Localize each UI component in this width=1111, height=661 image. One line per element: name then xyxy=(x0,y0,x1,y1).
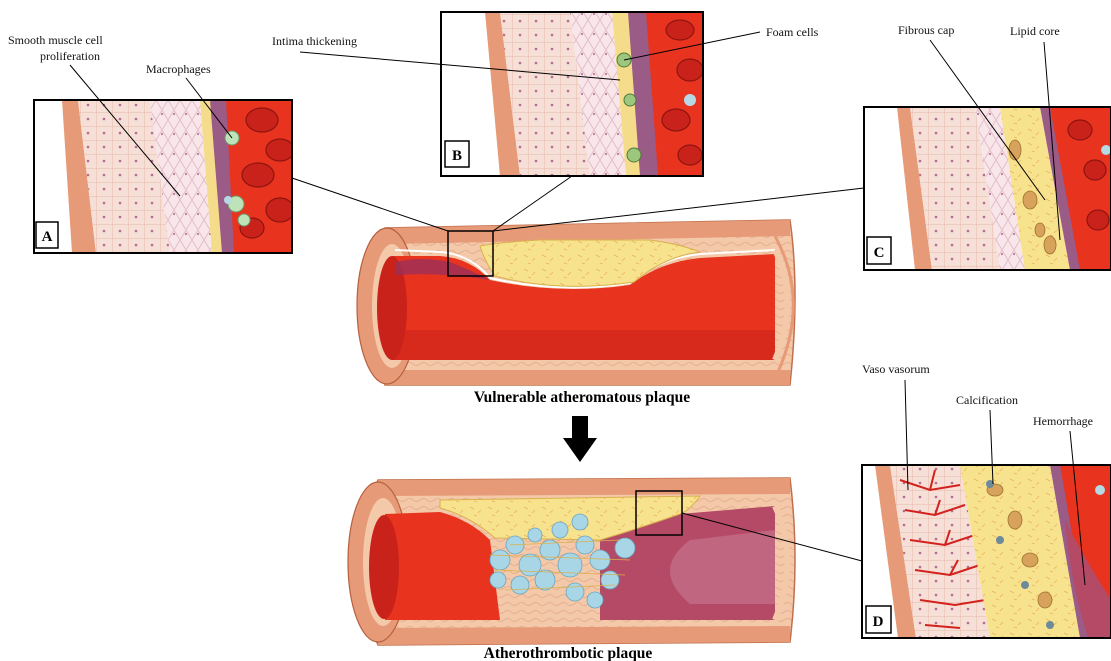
label-vaso-vasorum-text: Vaso vasorum xyxy=(862,362,930,376)
down-arrow-icon xyxy=(563,416,597,462)
caption-vulnerable-plaque: Vulnerable atheromatous plaque xyxy=(474,389,690,406)
panel-c xyxy=(864,107,1111,270)
panel-b xyxy=(441,12,703,176)
panel-b-letter: B xyxy=(452,148,462,164)
panel-c-letter: C xyxy=(874,245,885,261)
panel-a-letter: A xyxy=(42,229,53,245)
label-macrophages-text: Macrophages xyxy=(146,62,211,76)
panel-d-letter: D xyxy=(873,614,884,630)
label-smooth-muscle-line2: proliferation xyxy=(40,49,100,63)
panel-d xyxy=(862,465,1111,638)
label-intima-thickening-text: Intima thickening xyxy=(272,34,357,48)
label-fibrous-cap-text: Fibrous cap xyxy=(898,23,954,37)
vulnerable-plaque-vessel xyxy=(357,220,795,385)
label-foam-cells-text: Foam cells xyxy=(766,25,819,39)
label-smooth-muscle-line1: Smooth muscle cell xyxy=(8,33,103,47)
label-calcification-text: Calcification xyxy=(956,393,1018,407)
label-lipid-core-text: Lipid core xyxy=(1010,24,1060,38)
caption-atherothrombotic-plaque: Atherothrombotic plaque xyxy=(484,645,653,661)
atherothrombotic-plaque-vessel xyxy=(348,478,795,645)
label-hemorrhage-text: Hemorrhage xyxy=(1033,414,1093,428)
